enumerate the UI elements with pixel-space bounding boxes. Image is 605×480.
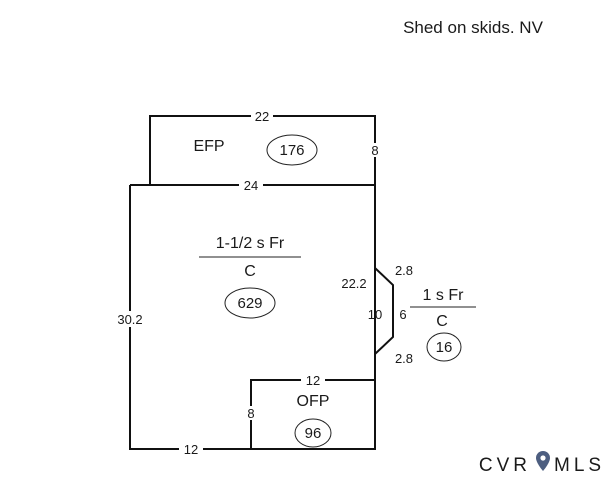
main-class: C	[244, 263, 256, 280]
dim-main-bottom: 12	[184, 442, 198, 457]
dim-bay-diag-top: 2.8	[395, 263, 413, 278]
cvrmls-logo: CVR MLS	[479, 451, 605, 476]
sketch-note: Shed on skids. NV	[403, 18, 544, 37]
main-outline	[130, 184, 376, 380]
dim-efp-right: 8	[371, 143, 378, 158]
dim-main-right: 22.2	[341, 276, 366, 291]
dim-efp-top: 22	[255, 109, 269, 124]
dim-main-left: 30.2	[117, 312, 142, 327]
ofp-area-oval	[294, 418, 332, 448]
main-area: 629	[237, 295, 262, 312]
dim-ofp-top: 12	[306, 373, 320, 388]
dim-bay-back: 10	[368, 307, 382, 322]
efp-area-oval	[266, 134, 318, 166]
dim-ofp-left: 8	[247, 406, 254, 421]
location-pin-icon	[536, 451, 550, 471]
ofp-label: OFP	[297, 393, 330, 410]
ofp-area: 96	[305, 425, 322, 442]
efp-outline	[149, 115, 376, 185]
ofp-outline	[250, 379, 375, 449]
main-label: 1-1/2 s Fr	[216, 235, 285, 252]
main-area-oval	[224, 287, 276, 319]
logo-text-left: CVR	[479, 455, 531, 476]
efp-area: 176	[279, 142, 304, 159]
addition-class: C	[436, 313, 448, 330]
logo-text-right: MLS	[554, 455, 605, 476]
dim-bay-diag-bottom: 2.8	[395, 351, 413, 366]
addition-label: 1 s Fr	[423, 287, 465, 304]
dim-main-top: 24	[244, 178, 258, 193]
bay-outline	[374, 267, 394, 355]
dim-bay-front: 6	[399, 307, 406, 322]
addition-area: 16	[436, 339, 453, 356]
efp-label: EFP	[193, 138, 224, 155]
addition-area-oval	[426, 332, 462, 362]
